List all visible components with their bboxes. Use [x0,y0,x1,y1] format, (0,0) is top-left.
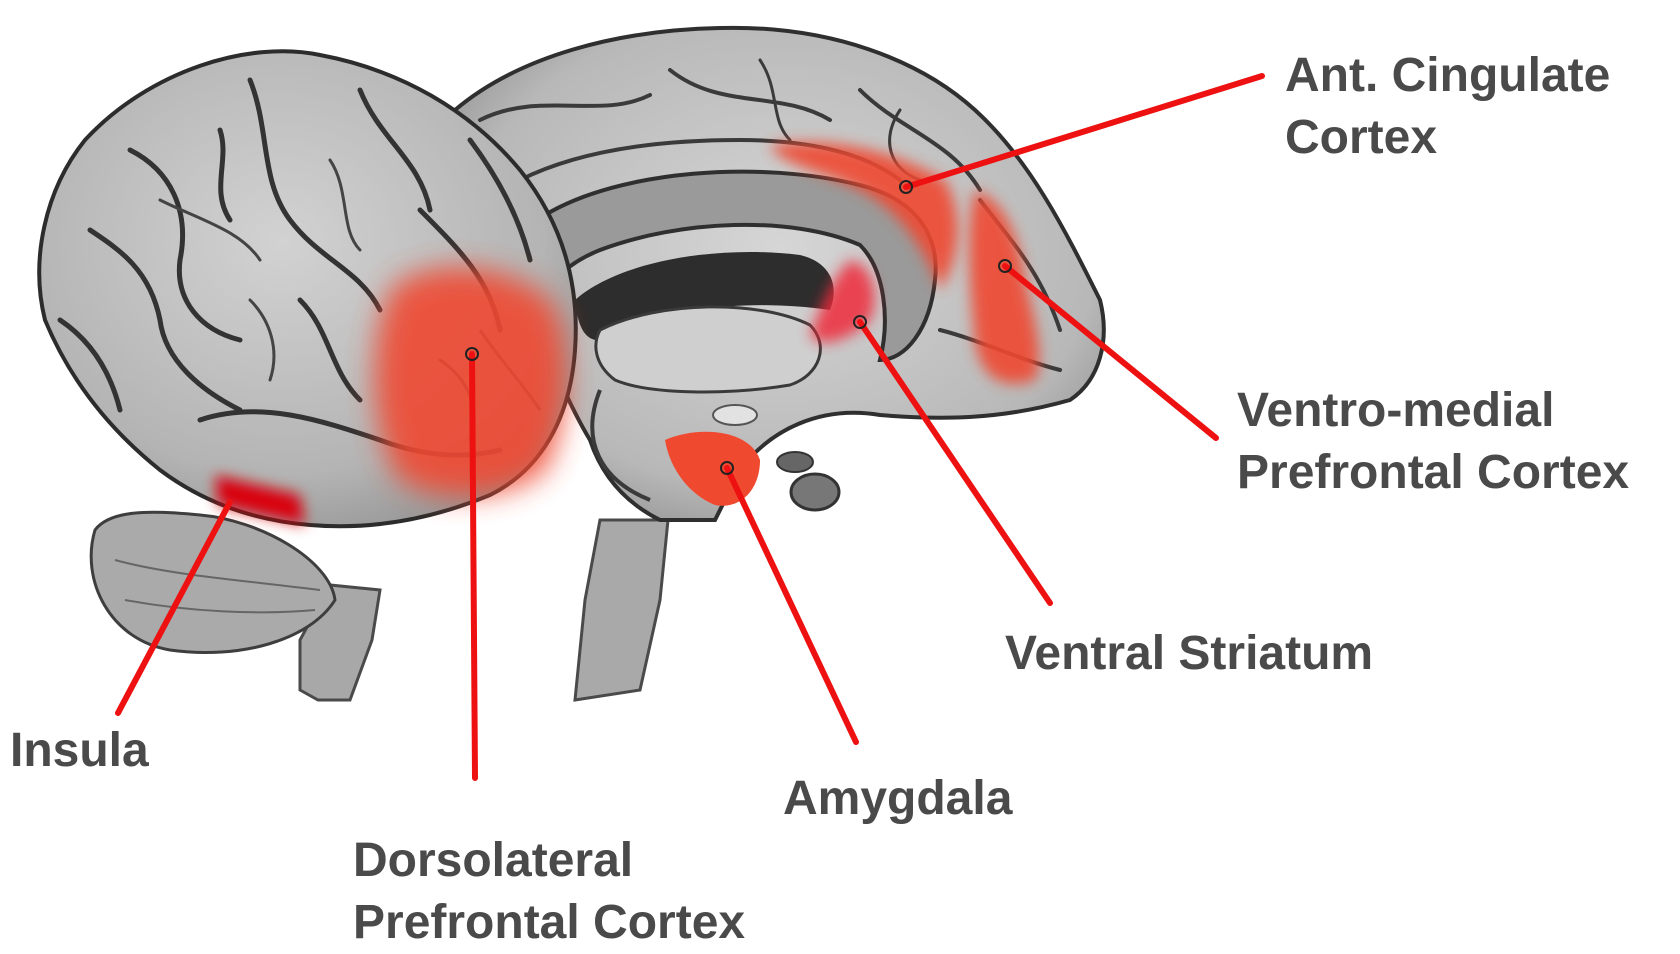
label-ventro-medial-prefrontal-cortex: Ventro-medial Prefrontal Cortex [1237,380,1629,504]
label-ant-cingulate-cortex: Ant. Cingulate Cortex [1285,45,1610,169]
label-line: Dorsolateral [353,830,745,892]
label-ventral-striatum: Ventral Striatum [1005,623,1373,685]
leader-line-dlpfc [472,354,475,778]
label-line: Cortex [1285,107,1610,169]
label-line: Ventro-medial [1237,380,1629,442]
label-line: Amygdala [783,768,1012,830]
leader-line-amygdala [727,468,856,742]
label-amygdala: Amygdala [783,768,1012,830]
label-line: Ant. Cingulate [1285,45,1610,107]
label-line: Ventral Striatum [1005,623,1373,685]
label-insula: Insula [10,720,149,782]
label-dorsolateral-prefrontal-cortex: Dorsolateral Prefrontal Cortex [353,830,745,954]
label-line: Prefrontal Cortex [1237,442,1629,504]
label-line: Insula [10,720,149,782]
